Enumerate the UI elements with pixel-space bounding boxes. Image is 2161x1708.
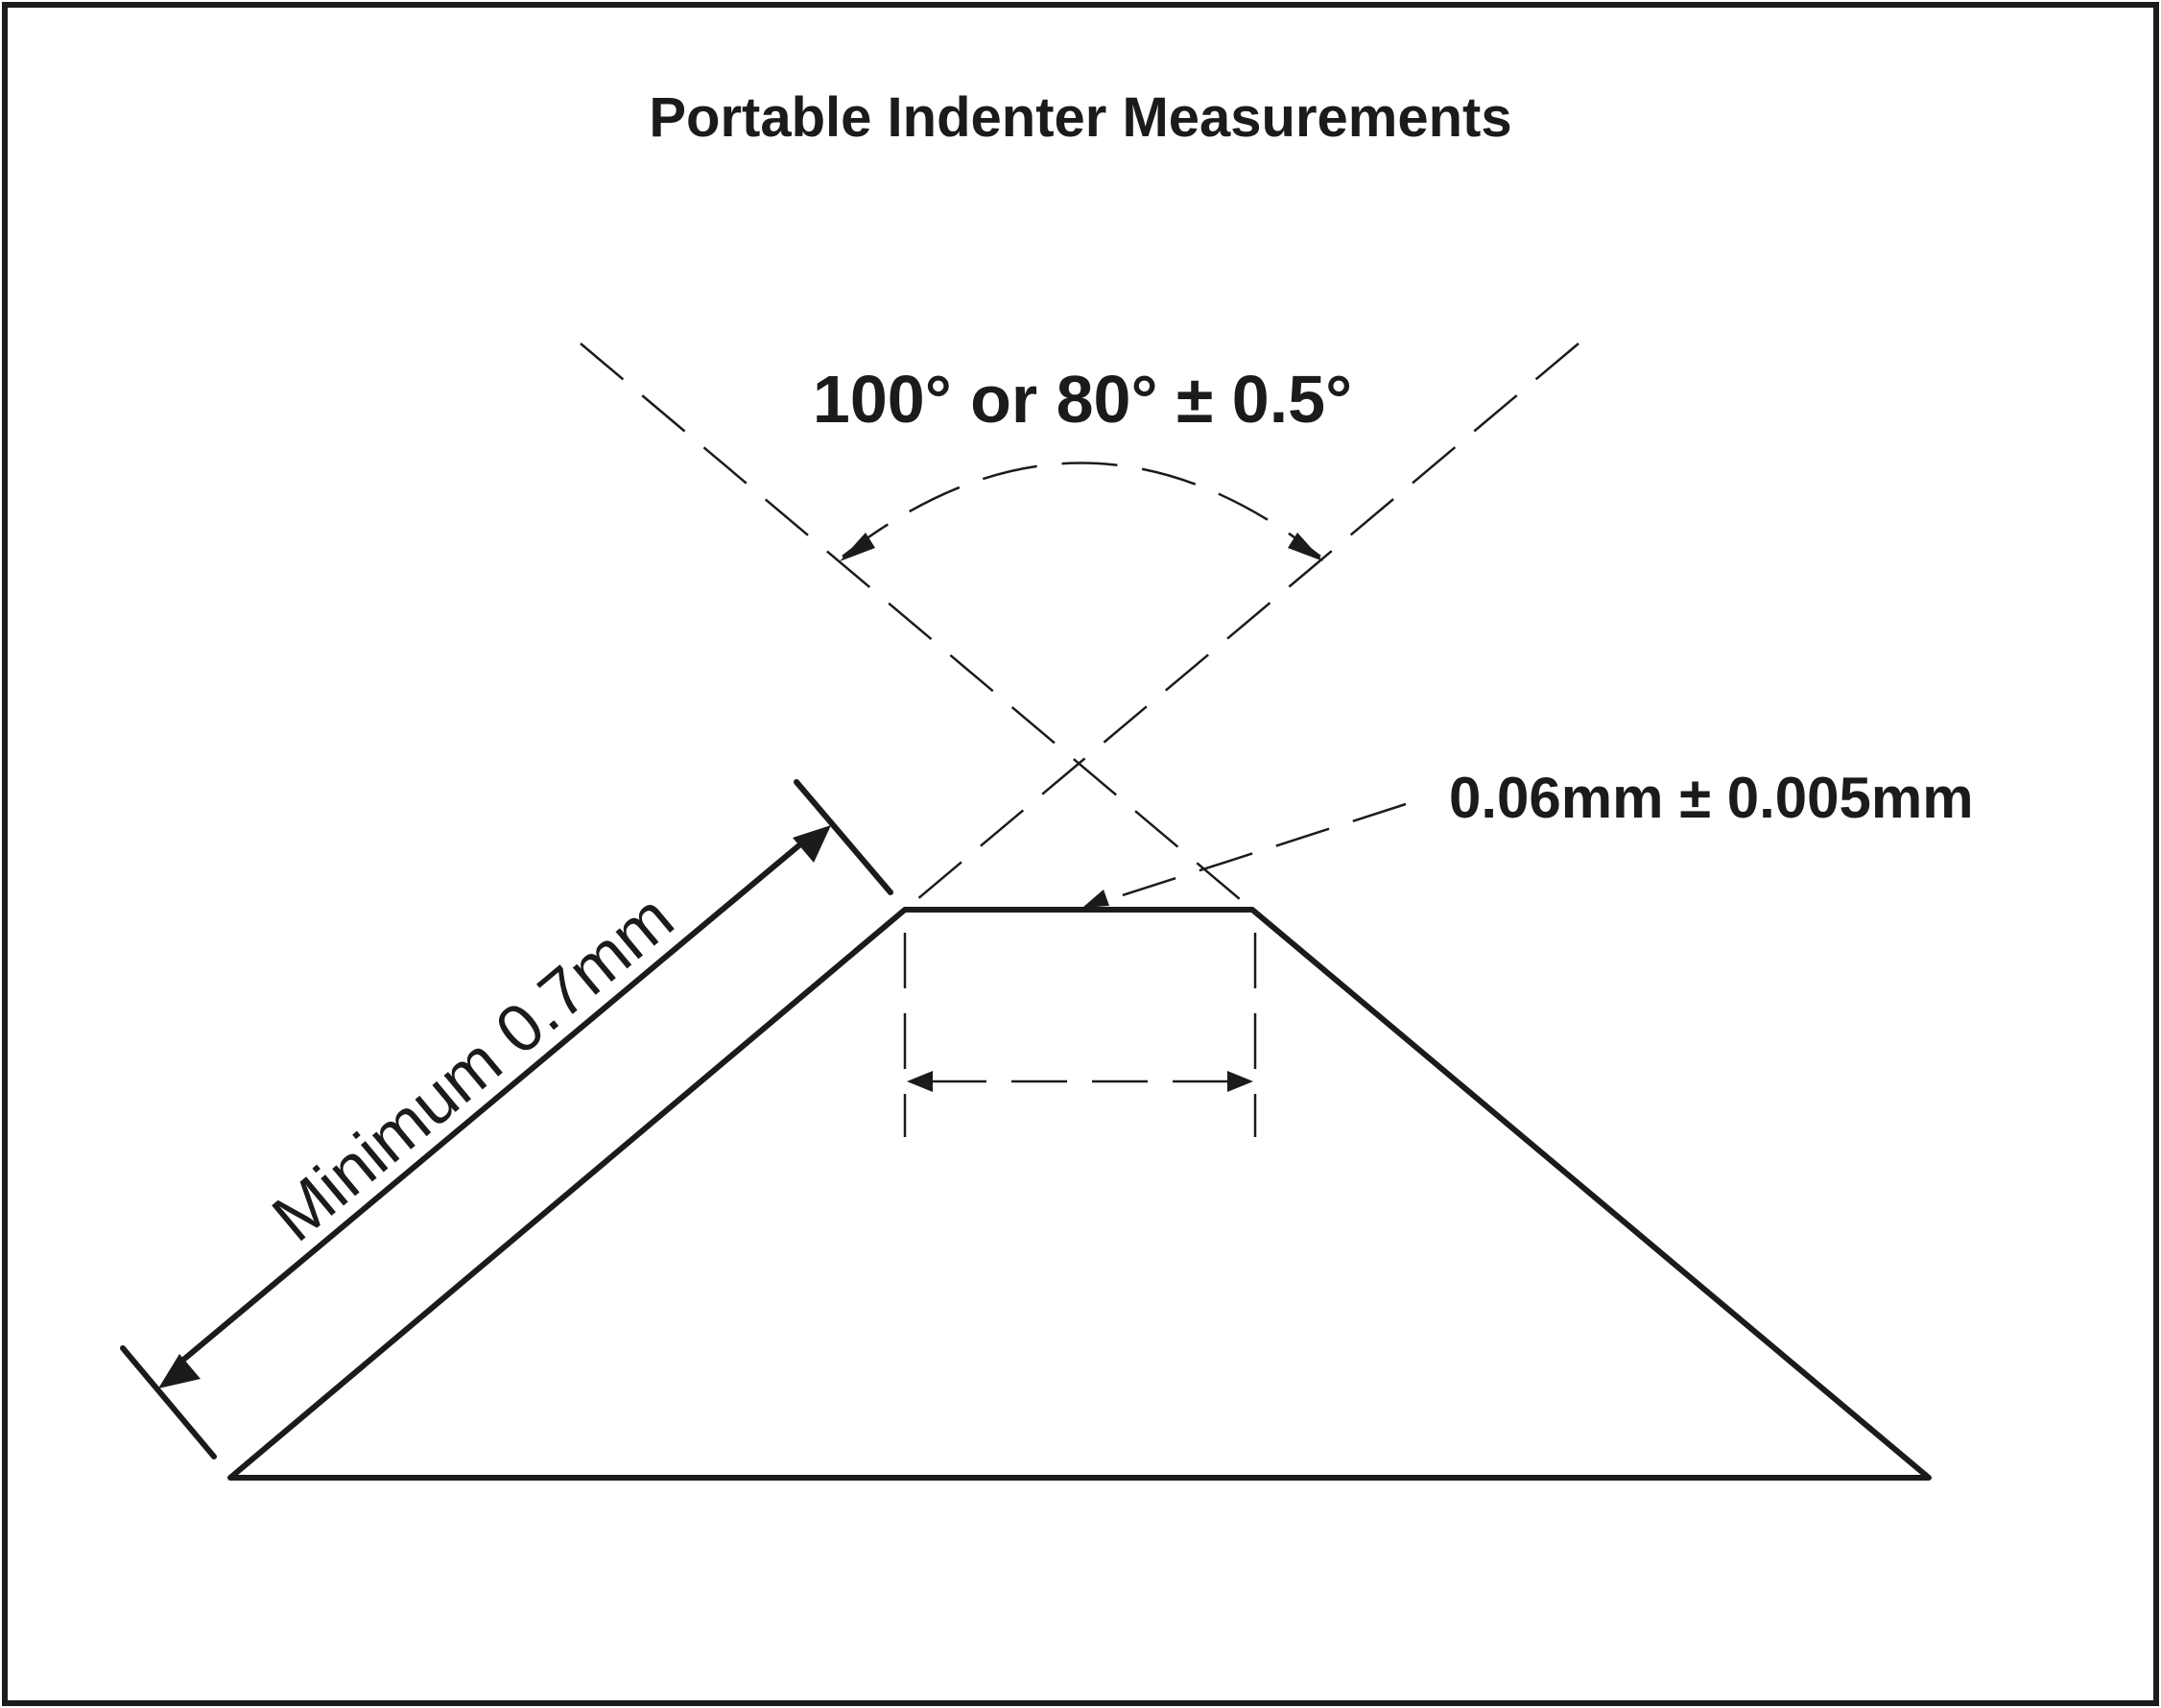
diagram-title: Portable Indenter Measurements [649, 86, 1511, 149]
length-tick-lower [120, 1345, 217, 1459]
angle-label: 100° or 80° ± 0.5° [813, 362, 1352, 437]
length-dim-line [179, 837, 809, 1364]
length-arrow-upper [793, 825, 831, 863]
angle-arrow-left [840, 533, 875, 561]
length-label: Minimum 0.7mm [258, 880, 687, 1256]
flat-leader-line [1098, 802, 1407, 905]
flat-dim-arrow-left [907, 1071, 933, 1092]
length-tick-upper [794, 779, 893, 895]
angle-arrow-right [1288, 533, 1323, 561]
dashed-extension-right [904, 343, 1579, 911]
dashed-extension-left [580, 343, 1253, 911]
flat-leader-arrow [1082, 890, 1109, 908]
indenter-profile [227, 907, 1932, 1481]
length-arrow-lower [158, 1354, 201, 1388]
angle-arc [842, 462, 1321, 557]
flat-label: 0.06mm ± 0.005mm [1449, 766, 1974, 830]
flat-dim-arrow-right [1227, 1071, 1253, 1092]
